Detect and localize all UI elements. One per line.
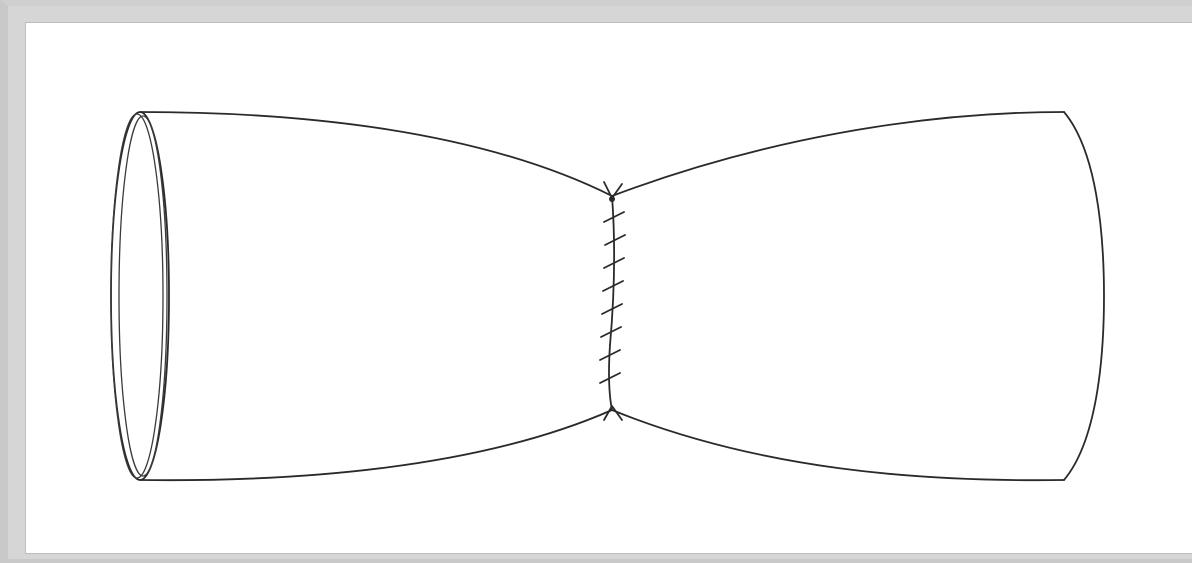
right-tube-top-edge (612, 112, 1064, 196)
left-tube-top-edge (140, 112, 612, 196)
suture-top-knot-dot (609, 196, 615, 202)
right-tube-end (1064, 112, 1104, 480)
suture-line (600, 182, 625, 420)
right-tube-bottom-edge (612, 410, 1064, 480)
suture-stitch (605, 235, 625, 245)
left-tube-opening-inner-rim (119, 116, 167, 476)
right-tube-segment (612, 112, 1104, 480)
left-tube-bottom-edge (140, 410, 612, 480)
suture-top-knot (604, 182, 622, 198)
left-tube-segment (111, 112, 612, 480)
